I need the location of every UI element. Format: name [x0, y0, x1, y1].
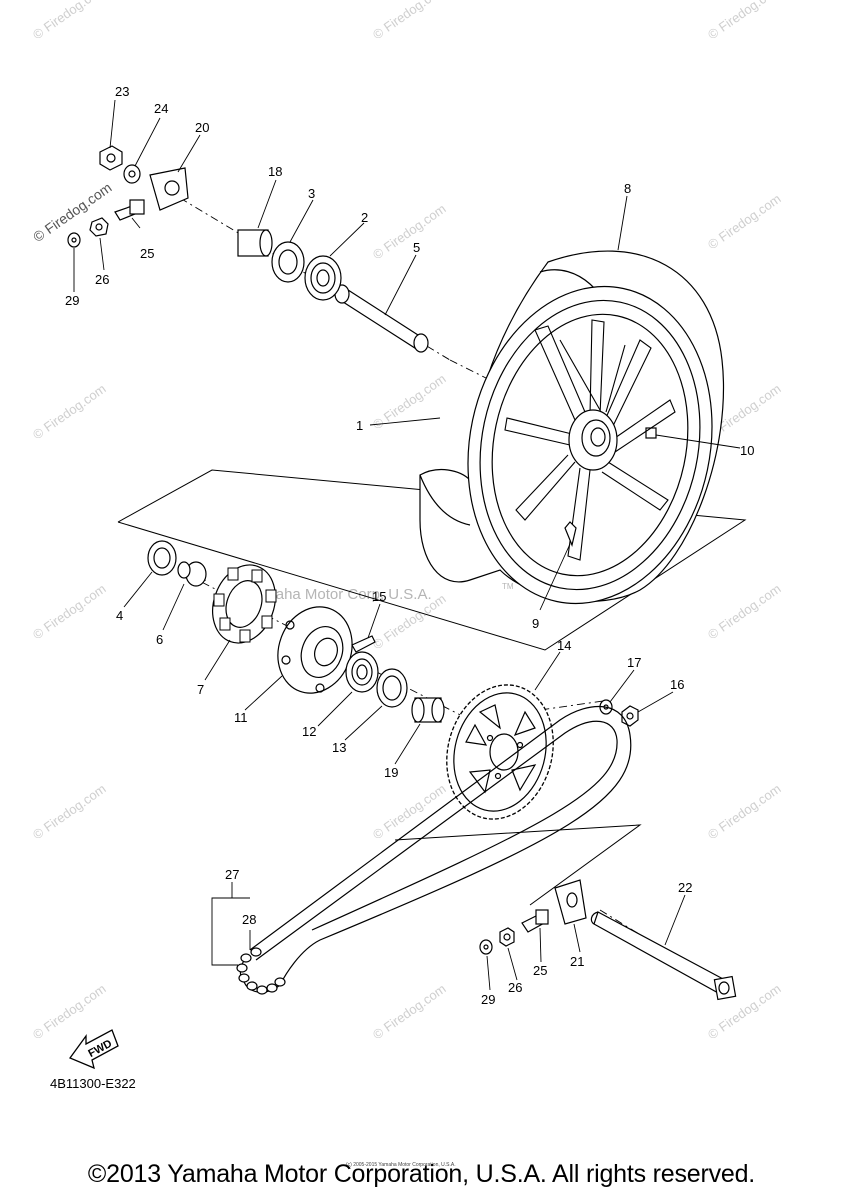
sprocket-14	[446, 684, 554, 820]
callout-26-left: 26	[95, 272, 109, 287]
callout-13: 13	[332, 740, 346, 755]
collar-6	[177, 561, 207, 587]
copyright-notice: ©2013 Yamaha Motor Corporation, U.S.A. A…	[87, 1160, 756, 1188]
collar-19	[411, 697, 445, 723]
callout-26-right: 26	[508, 980, 522, 995]
callout-27: 27	[225, 867, 239, 882]
callout-9: 9	[532, 616, 539, 631]
bearing-12	[345, 651, 379, 693]
callout-25-right: 25	[533, 963, 547, 978]
left-chain-puller	[67, 145, 189, 248]
oil-seal-3	[271, 241, 305, 283]
callout-14: 14	[557, 638, 571, 653]
damper-7	[212, 564, 277, 644]
callout-22: 22	[678, 880, 692, 895]
callout-19: 19	[384, 765, 398, 780]
center-watermark-tm: TM	[502, 582, 514, 591]
oil-seal-13	[376, 668, 408, 708]
stud-15	[351, 635, 376, 653]
callout-11: 11	[234, 710, 248, 725]
callout-10: 10	[740, 443, 754, 458]
fwd-arrow-icon: FWD	[68, 1029, 119, 1070]
callout-25-left: 25	[140, 246, 154, 261]
drive-chain	[236, 705, 632, 995]
callout-3: 3	[308, 186, 315, 201]
center-watermark: Yamaha Motor Corp, U.S.A.	[246, 586, 432, 603]
callout-16: 16	[670, 677, 684, 692]
callout-29-right: 29	[481, 992, 495, 1007]
right-chain-puller	[479, 879, 587, 955]
callout-17: 17	[627, 655, 641, 670]
callout-28: 28	[242, 912, 256, 927]
callout-29-left: 29	[65, 293, 79, 308]
callout-4: 4	[116, 608, 123, 623]
callout-2: 2	[361, 210, 368, 225]
collar-18	[237, 229, 273, 257]
fine-print: (c) 2005-2015 Yamaha Motor Corporation, …	[346, 1162, 456, 1168]
parts-diagram: FWD 23 24 20 18 3 2 5 8 1 10 9 25 26 29 …	[65, 84, 754, 1070]
callout-15: 15	[372, 589, 386, 604]
callout-12: 12	[302, 724, 316, 739]
rear-axle-22	[590, 911, 737, 1001]
callout-24: 24	[154, 101, 168, 116]
assembly-frames	[117, 469, 747, 906]
callout-6: 6	[156, 632, 163, 647]
bearing-2	[304, 255, 342, 301]
callout-20: 20	[195, 120, 209, 135]
collar-5	[334, 284, 429, 353]
callout-8: 8	[624, 181, 631, 196]
clutch-hub-11	[277, 606, 355, 694]
callout-21: 21	[570, 954, 584, 969]
oil-seal-4	[147, 540, 177, 576]
callout-1: 1	[356, 418, 363, 433]
rear-wheel	[419, 250, 725, 605]
callout-7: 7	[197, 682, 204, 697]
callout-numbers: 23 24 20 18 3 2 5 8 1 10 9 25 26 29 4 6 …	[65, 84, 754, 1007]
callout-18: 18	[268, 164, 282, 179]
leader-lines	[73, 99, 741, 991]
callout-23: 23	[115, 84, 129, 99]
callout-5: 5	[413, 240, 420, 255]
diagram-code: 4B11300-E322	[50, 1076, 136, 1091]
nut-16	[621, 705, 639, 727]
